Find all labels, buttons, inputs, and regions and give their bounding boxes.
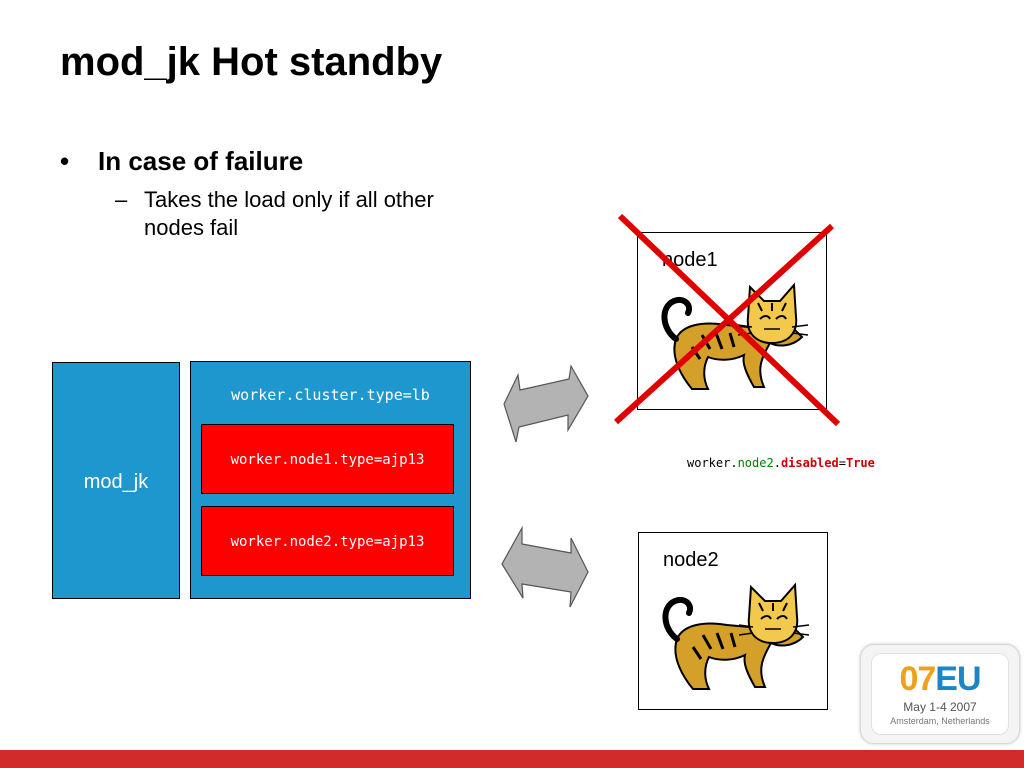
tomcat-logo-icon xyxy=(662,582,810,690)
disabled-prefix: worker. xyxy=(687,456,738,470)
bullet-item: • In case of failure xyxy=(60,146,303,177)
event-logo-place: Amsterdam, Netherlands xyxy=(890,716,990,726)
disabled-config-text: worker.node2.disabled=True xyxy=(687,456,875,470)
cluster-type-label: worker.cluster.type=lb xyxy=(231,386,430,404)
event-logo-year: 07 xyxy=(899,660,936,698)
failure-cross-icon xyxy=(613,213,841,427)
sub-bullet-marker: – xyxy=(115,187,128,212)
worker-node2-box: worker.node2.type=ajp13 xyxy=(201,506,454,576)
disabled-key: disabled xyxy=(780,456,839,470)
worker-node1-box: worker.node1.type=ajp13 xyxy=(201,424,454,494)
event-logo-date: May 1-4 2007 xyxy=(903,700,977,714)
modjk-box: mod_jk xyxy=(52,362,180,599)
footer-bar xyxy=(0,750,1024,768)
disabled-node: node2 xyxy=(737,456,774,470)
event-logo-title: 07EU xyxy=(872,660,1008,699)
bullet-text: In case of failure xyxy=(98,146,304,176)
event-logo-badge: 07EU May 1-4 2007 Amsterdam, Netherlands xyxy=(871,653,1009,735)
sub-bullet-item: – Takes the load only if all other nodes… xyxy=(115,186,495,242)
tomcat-logo-icon xyxy=(661,282,809,390)
node2-server-box: node2 xyxy=(638,532,828,710)
double-arrow-to-node2 xyxy=(501,525,589,608)
node2-label: node2 xyxy=(663,549,719,571)
disabled-dot: . xyxy=(773,456,781,470)
cluster-config-box: worker.cluster.type=lb worker.node1.type… xyxy=(190,361,471,599)
disabled-value: True xyxy=(845,456,875,470)
double-arrow-to-node1 xyxy=(503,364,589,443)
bullet-marker: • xyxy=(60,146,70,176)
event-logo: 07EU May 1-4 2007 Amsterdam, Netherlands xyxy=(860,644,1020,744)
sub-bullet-text: Takes the load only if all other nodes f… xyxy=(144,187,434,240)
modjk-label: mod_jk xyxy=(83,471,149,493)
slide-title: mod_jk Hot standby xyxy=(60,40,443,84)
disabled-eq: = xyxy=(838,456,846,470)
event-logo-region: EU xyxy=(935,660,981,698)
